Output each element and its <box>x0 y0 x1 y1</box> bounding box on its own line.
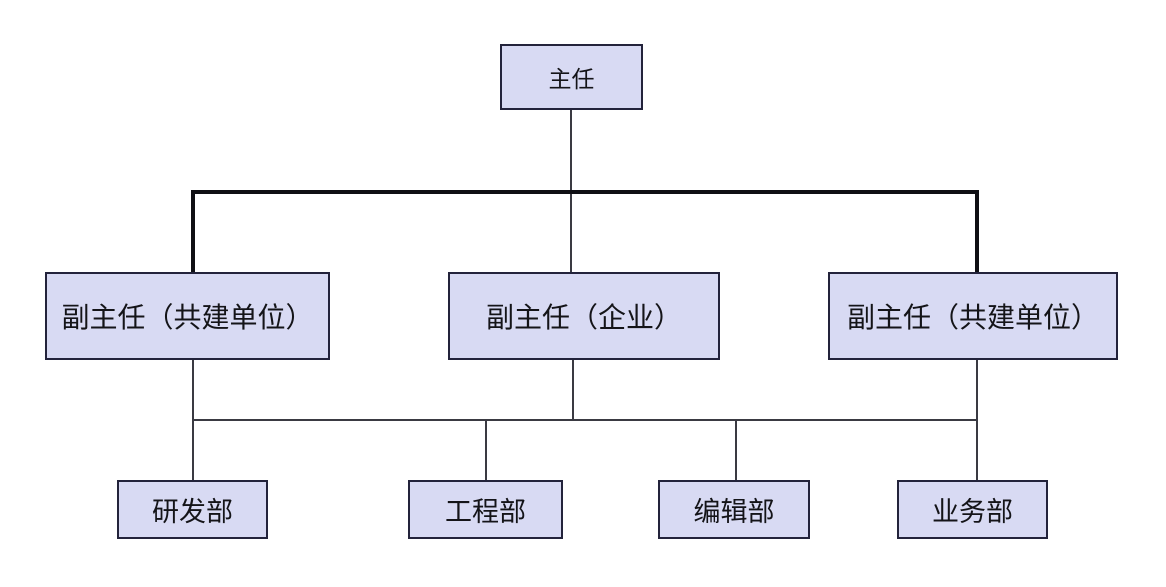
org-node-deputy-right: 副主任（共建单位） <box>828 272 1118 360</box>
org-node-director-label: 主任 <box>548 66 595 92</box>
org-node-dept-rd-label: 研发部 <box>152 497 233 527</box>
org-node-deputy-right-label: 副主任（共建单位） <box>846 302 1099 333</box>
org-node-deputy-center: 副主任（企业） <box>448 272 720 360</box>
org-node-deputy-center-label: 副主任（企业） <box>485 302 682 333</box>
org-node-dept-rd: 研发部 <box>117 480 268 539</box>
org-node-dept-edit: 编辑部 <box>658 480 810 539</box>
org-node-dept-biz: 业务部 <box>897 480 1048 539</box>
org-node-dept-biz-label: 业务部 <box>932 497 1013 527</box>
org-node-dept-eng-label: 工程部 <box>445 497 526 527</box>
org-node-deputy-left: 副主任（共建单位） <box>45 272 330 360</box>
org-node-dept-edit-label: 编辑部 <box>693 497 775 527</box>
org-node-deputy-left-label: 副主任（共建单位） <box>61 302 314 333</box>
org-node-dept-eng: 工程部 <box>408 480 563 539</box>
org-node-director: 主任 <box>500 44 643 110</box>
